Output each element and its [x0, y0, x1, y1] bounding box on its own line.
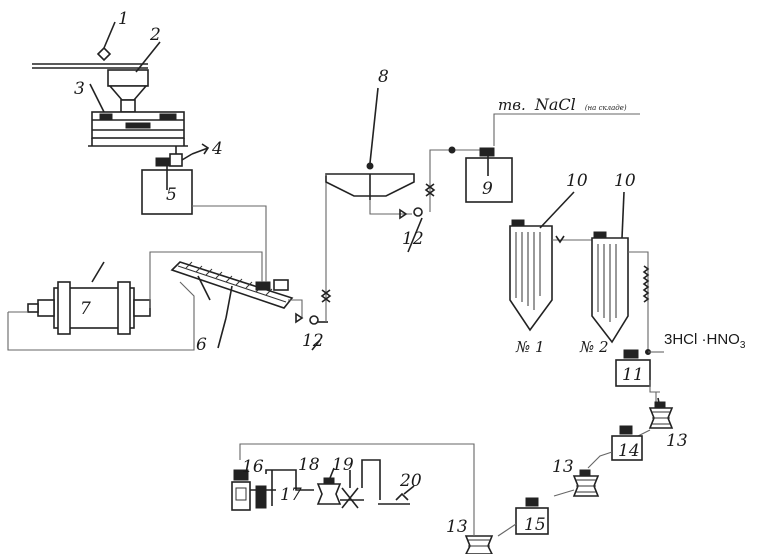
spiral-classifier — [170, 261, 294, 349]
label-unit-17: 17 — [280, 485, 302, 505]
mill-recycle-pipe — [7, 205, 267, 351]
unit-number-labels: 1 2 3 4 5 6 7 8 9 10 10 11 12 12 13 13 1… — [74, 9, 688, 537]
mixing-tank — [141, 157, 193, 215]
label-unit-16: 16 — [242, 457, 264, 477]
mill-19 — [340, 459, 381, 509]
nacl-feed-label: тв. NaCl (на складе) — [498, 95, 627, 114]
tank-14 — [611, 425, 651, 461]
nacl-prefix: тв. — [498, 96, 526, 114]
nacl-note: (на складе) — [585, 104, 627, 112]
label-unit-4: 4 — [211, 139, 223, 159]
pump-12-middle — [369, 146, 486, 253]
hopper — [107, 41, 161, 113]
filter-13-right — [648, 392, 674, 429]
leach-vessel-1 — [509, 191, 594, 332]
filter-18 — [316, 467, 342, 505]
stream-labels: тв. NaCl (на складе) 3HCl ·HNO3 — [498, 95, 746, 351]
aqua-regia-subscript: 3 — [740, 340, 746, 351]
tank-16 — [231, 469, 251, 511]
label-unit-10a: 10 — [566, 171, 588, 191]
label-tank-2: № 2 — [579, 338, 609, 356]
label-unit-6: 6 — [196, 335, 207, 355]
packer-20 — [378, 485, 415, 505]
label-unit-12a: 12 — [302, 331, 324, 351]
dryer-17 — [250, 469, 314, 509]
label-unit-1: 1 — [118, 9, 129, 29]
label-unit-11: 11 — [622, 365, 644, 385]
collecting-tank — [615, 349, 664, 393]
aqua-regia-label: 3HCl ·HNO3 — [664, 331, 746, 351]
label-unit-7: 7 — [80, 299, 91, 319]
pump-12-left — [288, 176, 332, 351]
label-unit-3: 3 — [74, 79, 85, 99]
label-unit-5: 5 — [166, 185, 177, 205]
label-unit-19: 19 — [332, 455, 354, 475]
label-unit-15: 15 — [524, 515, 546, 535]
nacl-formula: NaCl — [534, 95, 576, 114]
label-unit-13c: 13 — [446, 517, 468, 537]
leach-vessel-2 — [591, 191, 651, 355]
drive-motor — [169, 143, 210, 167]
label-tank-1: № 1 — [515, 338, 545, 356]
label-unit-9: 9 — [482, 179, 493, 199]
label-unit-20: 20 — [399, 471, 422, 491]
label-unit-13a: 13 — [666, 431, 688, 451]
label-unit-10b: 10 — [614, 171, 636, 191]
label-unit-13b: 13 — [552, 457, 574, 477]
aqua-regia-formula: 3HCl ·HNO — [664, 331, 740, 348]
screw-conveyor — [88, 83, 188, 147]
label-unit-12b: 12 — [402, 229, 424, 249]
vessel-number-labels: № 1 № 2 — [515, 338, 609, 356]
label-unit-8: 8 — [378, 67, 389, 87]
label-unit-2: 2 — [149, 25, 161, 45]
feed-conveyor — [32, 21, 148, 69]
label-unit-18: 18 — [298, 455, 320, 475]
thickener — [325, 87, 415, 200]
ball-mill — [27, 261, 151, 335]
dissolution-tank — [465, 113, 640, 203]
tank-15 — [515, 489, 575, 535]
filter-13-middle — [572, 451, 613, 497]
label-unit-14: 14 — [618, 441, 640, 461]
